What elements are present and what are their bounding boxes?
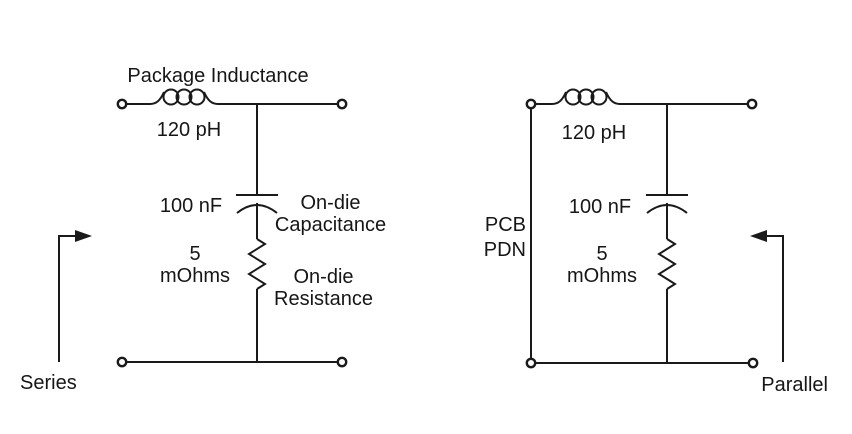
series-arrow-icon <box>58 230 92 362</box>
on-die-resistance-label: On-die Resistance <box>274 266 373 310</box>
left-resistor-value: 5 mOhms <box>160 243 230 287</box>
terminal-bottom-right <box>747 357 759 369</box>
terminal-bottom-right <box>336 356 348 368</box>
right-resistor-value: 5 mOhms <box>567 243 637 287</box>
terminal-top-right <box>336 98 348 110</box>
parallel-arrow-icon <box>750 230 784 362</box>
left-circuit-graphic <box>58 88 348 368</box>
left-capacitor-value: 100 nF <box>159 195 223 217</box>
right-inductor-value: 120 pH <box>561 122 627 144</box>
package-inductance-label: Package Inductance <box>127 65 309 87</box>
terminal-top-left <box>525 98 537 110</box>
inductor-icon <box>551 88 621 106</box>
series-label: Series <box>20 372 77 394</box>
terminal-bottom-left <box>116 356 128 368</box>
left-inductor-value: 120 pH <box>156 119 222 141</box>
inductor-icon <box>149 88 219 106</box>
terminal-bottom-left <box>525 357 537 369</box>
pcb-pdn-label: PCB PDN <box>483 214 526 261</box>
parallel-label: Parallel <box>761 374 828 396</box>
right-circuit-graphic <box>525 88 784 369</box>
right-capacitor-value: 100 nF <box>568 196 632 218</box>
resistor-icon <box>247 238 267 290</box>
terminal-top-left <box>116 98 128 110</box>
resistor-icon <box>657 238 677 290</box>
terminal-top-right <box>746 98 758 110</box>
on-die-capacitance-label: On-die Capacitance <box>274 192 387 236</box>
